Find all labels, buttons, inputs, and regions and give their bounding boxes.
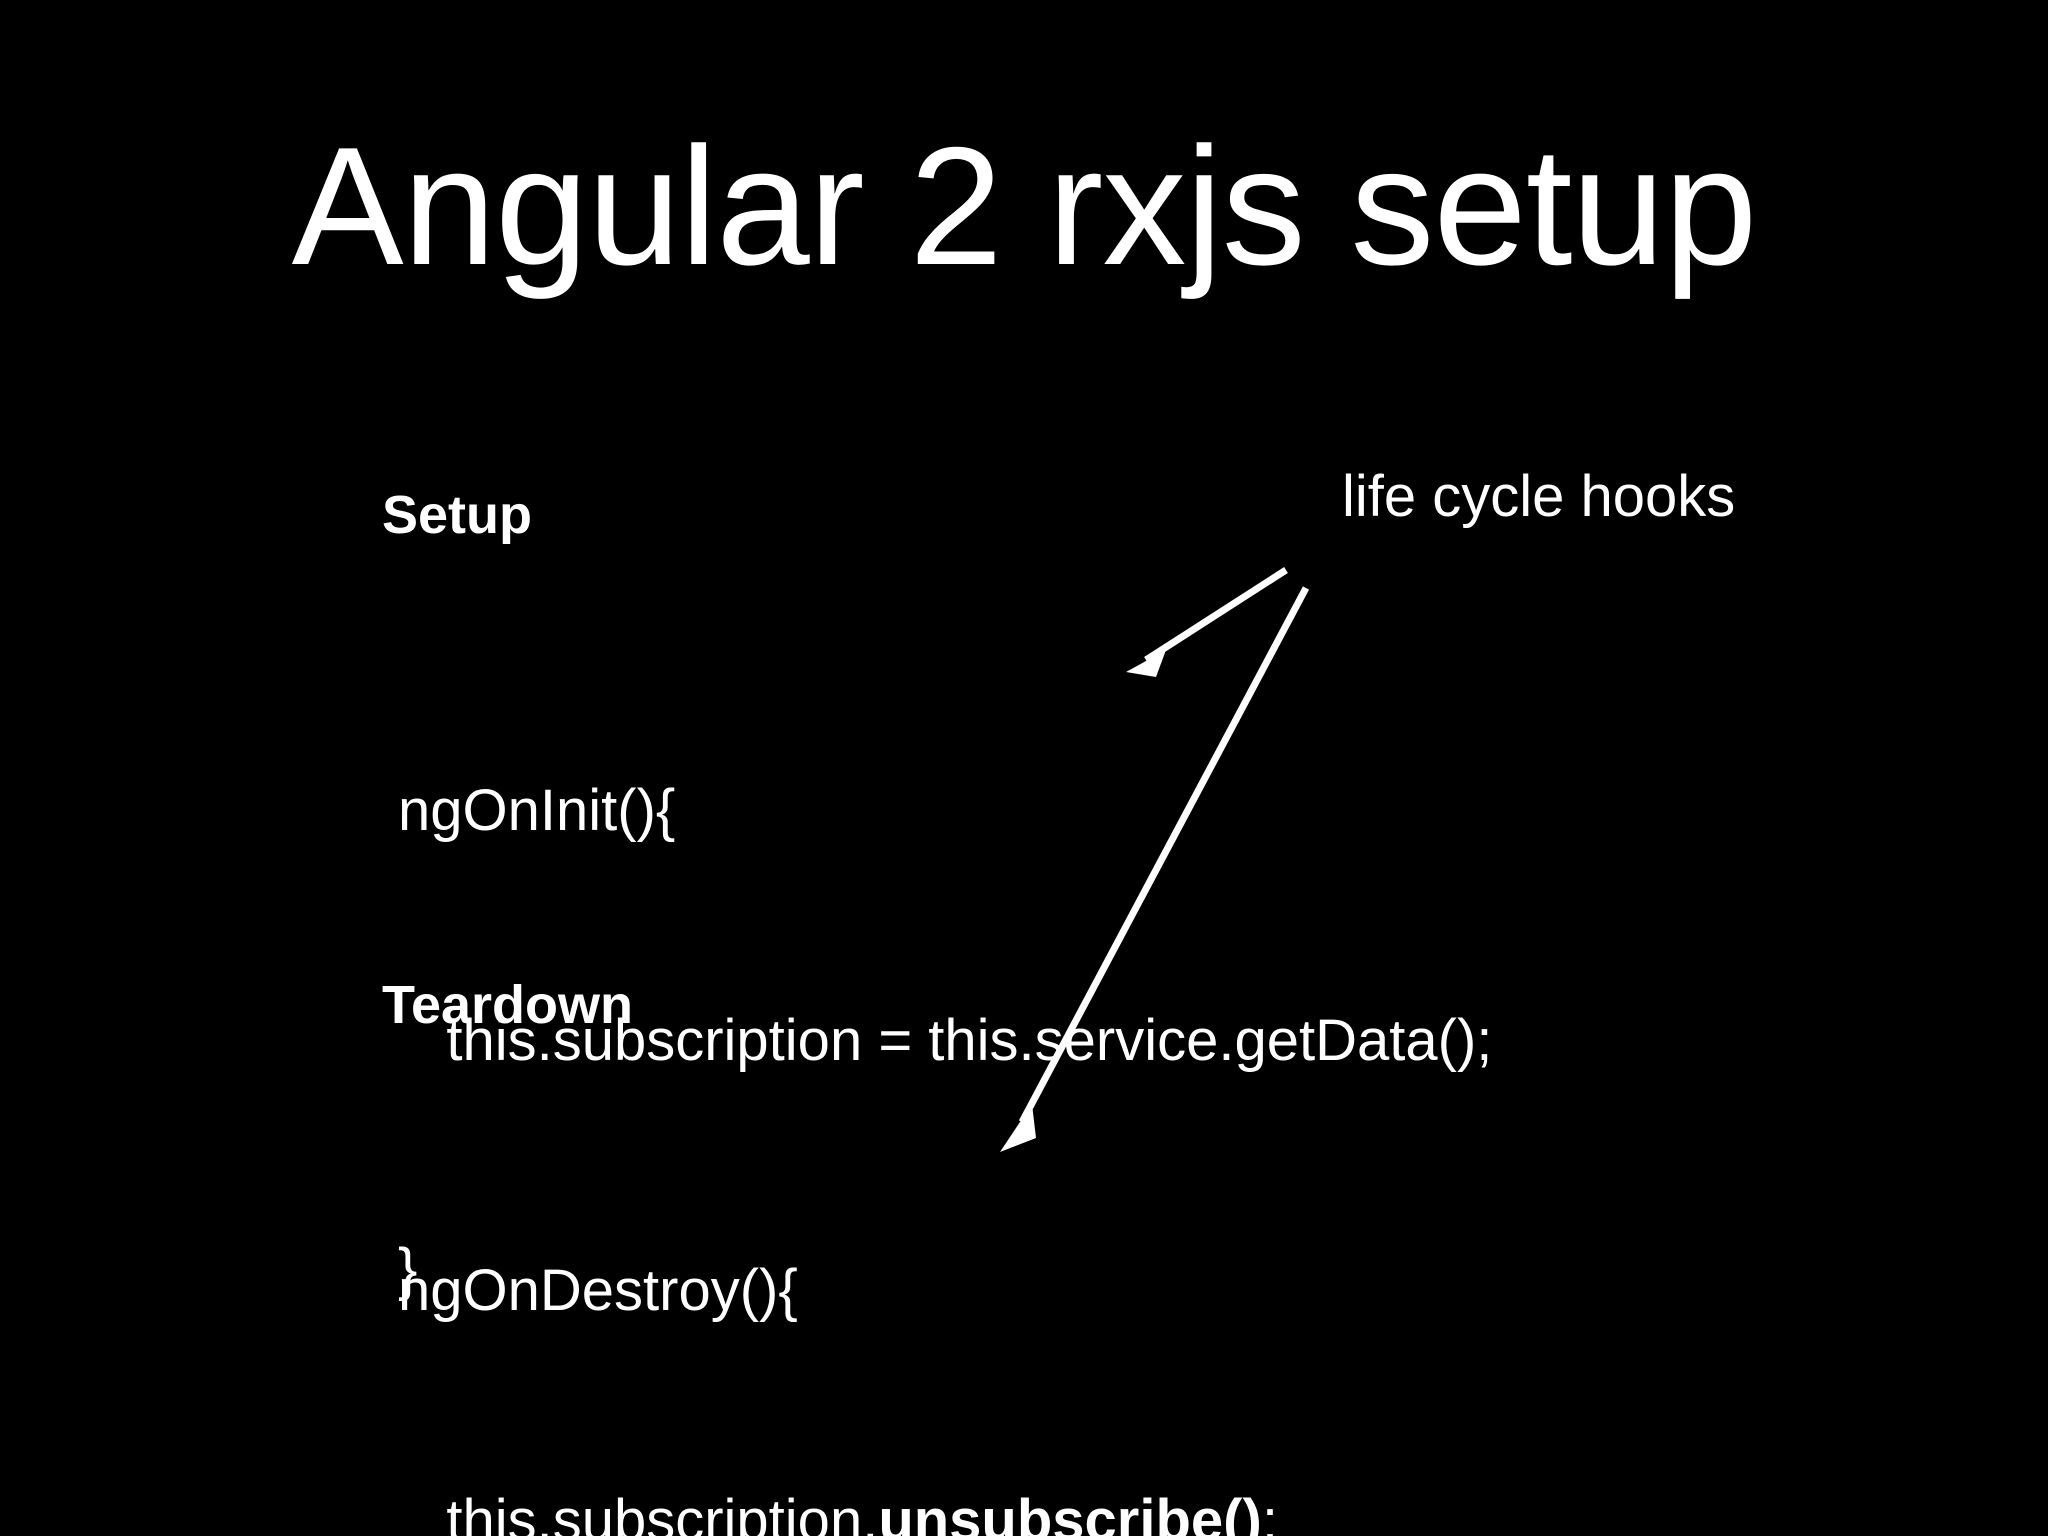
code-fragment-subscription-prefix: this.subscription. [398,1487,879,1536]
code-block-teardown: ngOnDestroy(){ this.subscription.unsubsc… [398,1100,1278,1536]
code-line-ngoninit-close: } [398,1237,418,1303]
section-heading-teardown: Teardown [382,975,634,1035]
code-line-ngondestroy-open: ngOnDestroy(){ [398,1258,798,1324]
section-heading-setup: Setup [382,485,533,545]
code-line-ngoninit-open: ngOnInit(){ [398,778,676,844]
code-fragment-semicolon: ; [1261,1487,1278,1536]
page-title: Angular 2 rxjs setup [291,112,1758,300]
code-line-unsubscribe: this.subscription.unsubscribe(); [398,1483,1278,1536]
code-fragment-unsubscribe-call: unsubscribe() [878,1487,1262,1536]
annotation-life-cycle-hooks: life cycle hooks [1342,464,1736,529]
